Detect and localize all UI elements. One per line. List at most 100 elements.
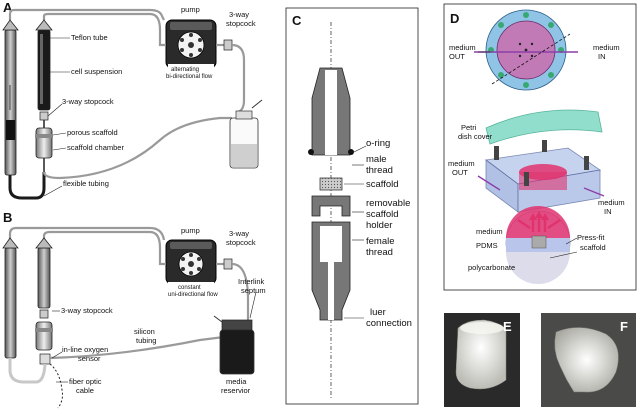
label-male-2: thread (366, 165, 393, 176)
label-media-2: reservior (221, 386, 251, 395)
label-holder-1: removable (366, 198, 410, 209)
pump-a-hub (188, 42, 194, 48)
pump-b-return-tube (231, 262, 250, 320)
panel-c-letter: C (292, 13, 302, 28)
housing-in-channel (583, 187, 605, 197)
pump-b-in-tube (149, 230, 166, 266)
housing-out-channel (477, 175, 501, 191)
housing-bolts (494, 140, 589, 186)
panel-e: E (444, 313, 520, 407)
label-flow-a-2: bi-directional flow (166, 74, 213, 80)
flexible-tubing-a (8, 172, 46, 200)
pump-b-hub (188, 261, 194, 267)
tubing-inner-loop-a (42, 12, 150, 20)
label-flow-a-1: alternating (171, 67, 199, 73)
label-oxygen-1: in-line oxygen (62, 345, 108, 354)
pointer-scaffold-a (52, 132, 67, 136)
label-stopcock-top-a-2: stopcock (226, 19, 256, 28)
pointer-chamber-a (52, 147, 67, 151)
label-fiber-1: fiber optic (69, 377, 102, 386)
pointer-stopcock-a (47, 103, 63, 117)
panel-a-letter: A (3, 0, 13, 15)
cell-column-a (37, 29, 51, 111)
label-female-2: thread (366, 247, 393, 258)
label-interlink-1: Interlink (238, 277, 265, 286)
female-channel-c (328, 262, 334, 320)
panel-c: C o-ring male thread scaffold removable … (285, 7, 419, 405)
bottle-a-cap (235, 110, 253, 120)
tube-to-bottle-b (49, 334, 233, 360)
label-out-top-2: OUT (449, 52, 465, 61)
panel-d-frame (443, 3, 637, 291)
female-bore-c (320, 226, 342, 262)
tubing-top-loop-b (8, 226, 166, 241)
section-scaffold (531, 235, 547, 249)
photo-e-tissue (455, 319, 507, 390)
left-column-b (4, 247, 17, 359)
pointer-pressfit-2 (549, 251, 578, 259)
top-view-holes (518, 42, 534, 58)
tubing-top-loop-a (8, 8, 165, 21)
label-in-mid-1: medium (598, 198, 625, 207)
panel-a: A (2, 0, 263, 200)
top-view-section-line (491, 33, 571, 85)
label-flow-b-2: uni-directional flow (168, 292, 218, 298)
panel-d: D medium OUT medium IN Petri dish cover (443, 3, 637, 291)
left-column-cap-a (2, 19, 19, 31)
silicone-tubing-b (8, 358, 47, 384)
label-holder-3: holder (366, 220, 392, 231)
label-polycarbonate: polycarbonate (468, 263, 515, 272)
scaffold-chamber-b (35, 321, 53, 351)
pump-a-in-tube (149, 12, 166, 47)
label-stopcock-b: 3-way stopcock (61, 306, 113, 315)
housing-disc-side (519, 172, 567, 190)
bottle-b-filter (213, 315, 223, 323)
pointer-flex-a (43, 185, 63, 197)
tubing-inner-loop-b (42, 230, 150, 240)
left-column-a (4, 29, 17, 176)
chamber-ring-a (35, 134, 53, 138)
label-fiber-2: cable (76, 386, 94, 395)
stopcock-b (39, 309, 49, 319)
label-petri-2: dish cover (458, 132, 493, 141)
label-flow-b-1: constant (178, 285, 201, 291)
label-pdms: PDMS (476, 241, 498, 250)
label-in-top-2: IN (598, 52, 606, 61)
pump-a-label-bg (168, 64, 214, 78)
holder-c (311, 195, 351, 217)
bottle-b-cap (221, 319, 253, 331)
pointer-interlink-b (249, 291, 257, 319)
chamber-ring-b (35, 328, 53, 332)
label-teflon-tube: Teflon tube (71, 33, 108, 42)
label-in-top-1: medium (593, 43, 620, 52)
label-pump-a: pump (181, 5, 200, 14)
label-interlink-2: septum (241, 286, 266, 295)
label-stopcock-a: 3-way stopcock (62, 97, 114, 106)
pump-b-label-bg (168, 282, 214, 296)
label-cell-suspension: cell suspension (71, 67, 122, 76)
label-stopcock-top-a-1: 3-way (229, 10, 249, 19)
cell-column-cap-a (35, 19, 53, 31)
oring-left-c (308, 149, 314, 155)
left-column-fill-a (6, 120, 15, 140)
tube-to-bottle-a (42, 116, 232, 180)
cell-column-highlight-a (40, 34, 43, 104)
label-pump-b: pump (181, 226, 200, 235)
pointer-oxygen-b (51, 351, 63, 359)
label-silicon-1: silicon (134, 327, 155, 336)
pointer-oring-c (353, 145, 367, 153)
pump-a-top (170, 22, 212, 30)
photo-e-tissue-top (460, 322, 504, 334)
section-arrows (517, 211, 561, 232)
stopcock-top-a (223, 39, 233, 51)
bottle-a-filter (251, 99, 263, 109)
panel-e-letter: E (503, 319, 512, 334)
second-column-b (37, 247, 51, 309)
label-porous-scaffold: porous scaffold (67, 128, 118, 137)
label-pressfit-2: scaffold (580, 243, 606, 252)
panel-f-letter: F (620, 319, 628, 334)
petri-cover (485, 109, 603, 145)
pump-b-top (170, 242, 212, 249)
label-media-1: media (226, 377, 247, 386)
